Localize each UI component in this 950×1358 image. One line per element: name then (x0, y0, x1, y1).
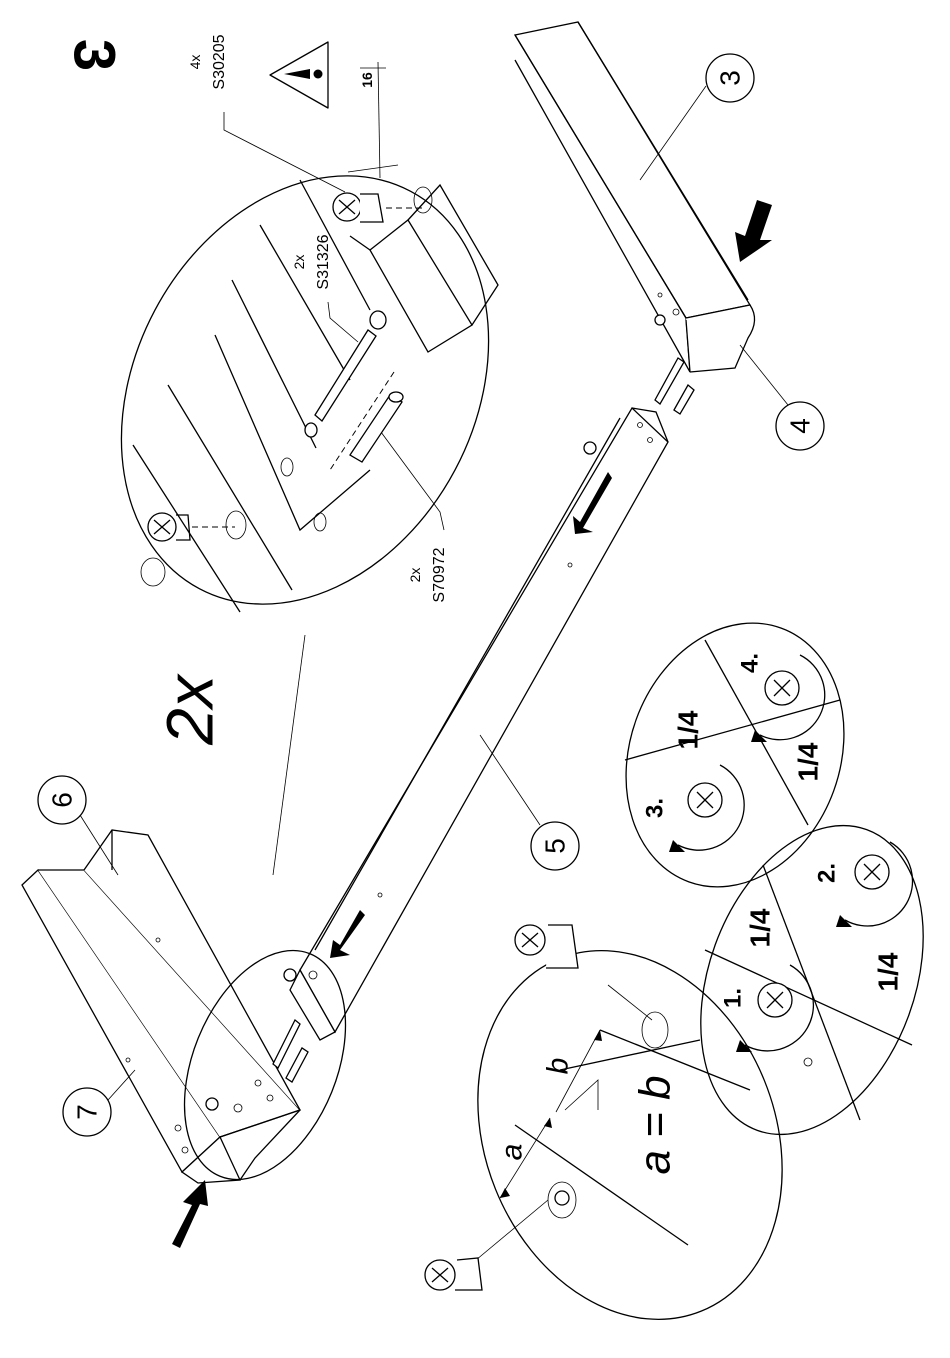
cam-step-3-turn: 1/4 (673, 710, 704, 749)
step-number: 3 (62, 39, 127, 71)
cam-step-2-label: 2. (814, 863, 841, 883)
measure-a: a (496, 1144, 529, 1161)
svg-text:7: 7 (72, 1104, 103, 1120)
part-label-4: 4 (740, 345, 824, 450)
dowel-code: S70972 (431, 547, 448, 602)
svg-text:5: 5 (540, 838, 571, 854)
dimension-16: 16 (359, 72, 375, 88)
part-6-7-frame (22, 830, 300, 1183)
part-label-7: 7 (63, 1070, 135, 1136)
measure-b: b (542, 1058, 575, 1075)
svg-text:3: 3 (715, 70, 746, 86)
warning-triangle-icon (270, 42, 328, 108)
cam-step-1-turn: 1/4 (745, 908, 776, 947)
cam-step-1-label: 1. (720, 988, 747, 1008)
svg-text:4: 4 (785, 418, 816, 434)
measure-equation: a = b (631, 1075, 680, 1174)
cam-bolt-qty: 2x (291, 255, 307, 270)
measure-magnifier: a b a = b (424, 905, 835, 1353)
cam-lock-icon (333, 193, 383, 222)
cam-lock-icon (148, 513, 190, 541)
insertion-arrow-icon (735, 200, 772, 262)
dowel-qty: 2x (407, 568, 423, 583)
cam-lock-icon (515, 925, 578, 968)
cam-lock-icon (425, 1258, 482, 1290)
cam-lock-code: S30205 (211, 34, 228, 89)
multiplier-label: 2x (152, 673, 226, 746)
insertion-arrow-icon (172, 1180, 208, 1248)
cam-bolt-code: S31326 (315, 234, 332, 289)
cam-step-4-turn: 1/4 (793, 742, 824, 781)
svg-text:6: 6 (47, 792, 78, 808)
part-label-5: 5 (480, 735, 579, 870)
cam-step-3-label: 3. (642, 798, 669, 818)
cam-lock-icon (758, 983, 792, 1017)
cam-lock-icon (688, 783, 722, 817)
cam-lock-icon (765, 671, 799, 705)
cam-lock-qty: 4x (187, 55, 203, 70)
cam-lock-icon (855, 855, 889, 889)
cam-step-4-label: 4. (737, 653, 764, 673)
cam-step-2-turn: 1/4 (873, 952, 904, 991)
